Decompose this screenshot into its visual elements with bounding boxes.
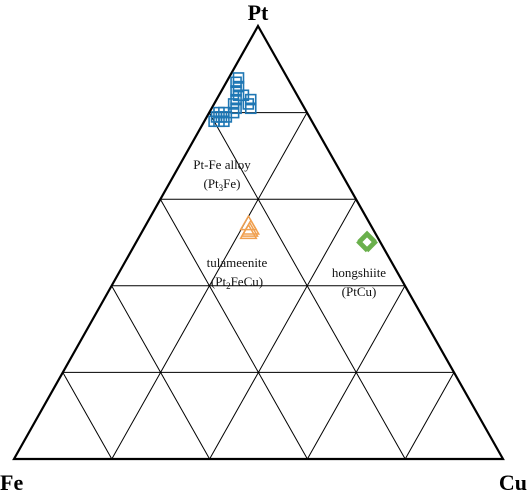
ternary-grid — [62, 112, 455, 460]
hongshiite-point-2 — [357, 230, 377, 251]
annotation-ptfe-formula: (Pt3Fe) — [203, 176, 240, 193]
vertex-label-fe: Fe — [0, 470, 23, 495]
grid-line-cu-2 — [209, 198, 357, 460]
tulameenite-point-3 — [240, 221, 259, 237]
grid-line-cu-3 — [306, 285, 406, 460]
annotation-hong-formula: (PtCu) — [342, 284, 377, 299]
data-points — [208, 72, 378, 253]
annotation-hong-name: hongshiite — [332, 265, 386, 280]
annotations: Pt-Fe alloy (Pt3Fe) tulameenite (Pt2FeCu) ho… — [193, 157, 386, 299]
annotation-tula-name: tulameenite — [207, 255, 268, 270]
vertex-label-cu: Cu — [499, 470, 527, 495]
annotation-tula-formula: (Pt2FeCu) — [211, 274, 263, 291]
ternary-frame — [12, 23, 505, 461]
grid-line-cu-4 — [404, 372, 455, 460]
annotation-ptfe-name: Pt-Fe alloy — [193, 157, 251, 172]
grid-line-fe-3 — [111, 285, 211, 460]
grid-line-fe-4 — [62, 372, 113, 460]
ptfe-alloy-point-11 — [244, 102, 257, 115]
vertex-label-pt: Pt — [248, 0, 269, 25]
grid-line-fe-2 — [159, 198, 308, 460]
ptfe-alloy-point-20 — [218, 115, 230, 128]
tulameenite-point-0 — [239, 214, 258, 231]
